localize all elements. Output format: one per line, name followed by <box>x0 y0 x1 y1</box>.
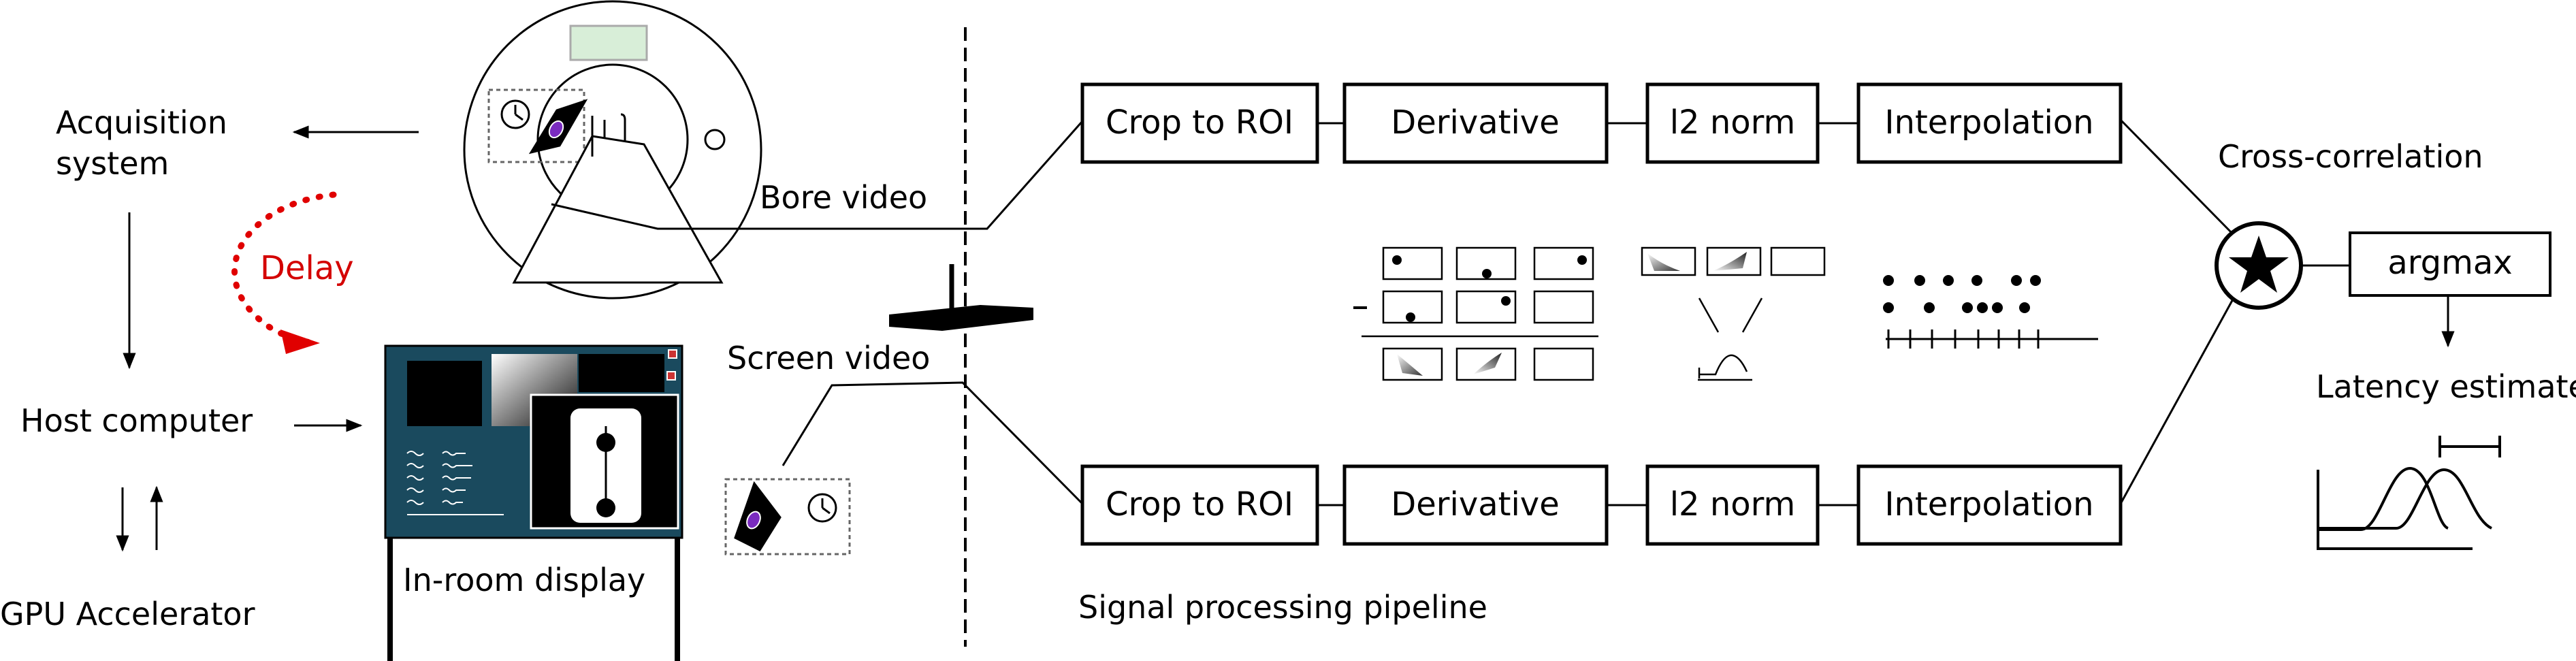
delay-label: Delay <box>260 249 354 287</box>
clock-icon-screen <box>807 493 837 523</box>
in-room-display: In-room display <box>384 344 683 661</box>
top-l2-norm-box <box>1645 82 1820 164</box>
in-room-display-label: In-room display <box>403 562 645 598</box>
bore-video-connector <box>551 120 1084 230</box>
mirror-reflection-ellipse <box>548 120 564 139</box>
patient-table-triangle <box>512 135 724 284</box>
gpu-accelerator-label: GPU Accelerator <box>0 596 255 632</box>
cross-correlation-label: Cross-correlation <box>2218 138 2483 175</box>
scanner-window <box>569 25 648 61</box>
top-l2-norm-label: l2 norm <box>1670 103 1796 142</box>
scanner-hole <box>704 129 726 150</box>
bottom-derivative-box <box>1342 464 1609 546</box>
top-interpolation-label: Interpolation <box>1884 103 2093 142</box>
bottom-interpolation-label: Interpolation <box>1884 485 2093 523</box>
display-black-square <box>407 361 482 426</box>
display-text-squiggles <box>406 451 504 515</box>
pipeline-top-row: Crop to ROI Derivative l2 norm Interpola… <box>1080 82 2123 164</box>
latency-estimate-plot <box>2317 436 2501 550</box>
mri-scanner-icon <box>463 0 762 300</box>
cross-correlation-star-icon <box>2215 221 2303 310</box>
top-derivative-label: Derivative <box>1391 103 1559 142</box>
clock-icon <box>500 99 530 129</box>
bottom-interpolation-box <box>1856 464 2123 546</box>
delay-arrowhead <box>280 329 320 354</box>
l2-norm-illustration <box>1641 246 1826 381</box>
bottom-to-correlator-line <box>2119 296 2236 504</box>
bottom-l2-norm-box <box>1645 464 1820 546</box>
signal-processing-caption: Signal processing pipeline <box>1078 589 1487 626</box>
top-crop-roi-label: Crop to ROI <box>1106 103 1293 142</box>
mirror-clock-dashed-box <box>487 88 585 163</box>
pipeline-bottom-row: Crop to ROI Derivative l2 norm Interpola… <box>1080 464 2123 546</box>
delay-dotted-arrow <box>231 191 337 346</box>
bottom-crop-roi-label: Crop to ROI <box>1106 485 1293 523</box>
display-dot-top <box>596 433 615 452</box>
screen-video-label: Screen video <box>727 340 930 376</box>
argmax-label: argmax <box>2387 244 2512 282</box>
argmax-box <box>2349 231 2551 297</box>
top-interpolation-box <box>1856 82 2123 164</box>
router-icon <box>889 264 1033 331</box>
bottom-crop-roi-box <box>1080 464 1319 546</box>
bottom-derivative-label: Derivative <box>1391 485 1559 523</box>
acquisition-system-label-line2: system <box>56 145 169 182</box>
display-black-bar <box>579 354 664 392</box>
latency-estimate-label: Latency estimate <box>2316 368 2576 405</box>
interpolation-illustration <box>1883 275 2098 349</box>
host-computer-label: Host computer <box>20 402 253 439</box>
bore-video-label: Bore video <box>760 179 927 216</box>
top-derivative-box <box>1342 82 1609 164</box>
top-to-correlator-line <box>2119 118 2240 241</box>
bottom-l2-norm-label: l2 norm <box>1670 485 1796 523</box>
screen-video-camera-view <box>724 478 851 555</box>
screen-video-connector <box>782 381 1084 505</box>
top-crop-roi-box <box>1080 82 1319 164</box>
acquisition-system-label-line1: Acquisition <box>56 104 227 141</box>
display-dot-bottom <box>596 498 615 517</box>
derivative-illustration <box>1353 246 1598 381</box>
